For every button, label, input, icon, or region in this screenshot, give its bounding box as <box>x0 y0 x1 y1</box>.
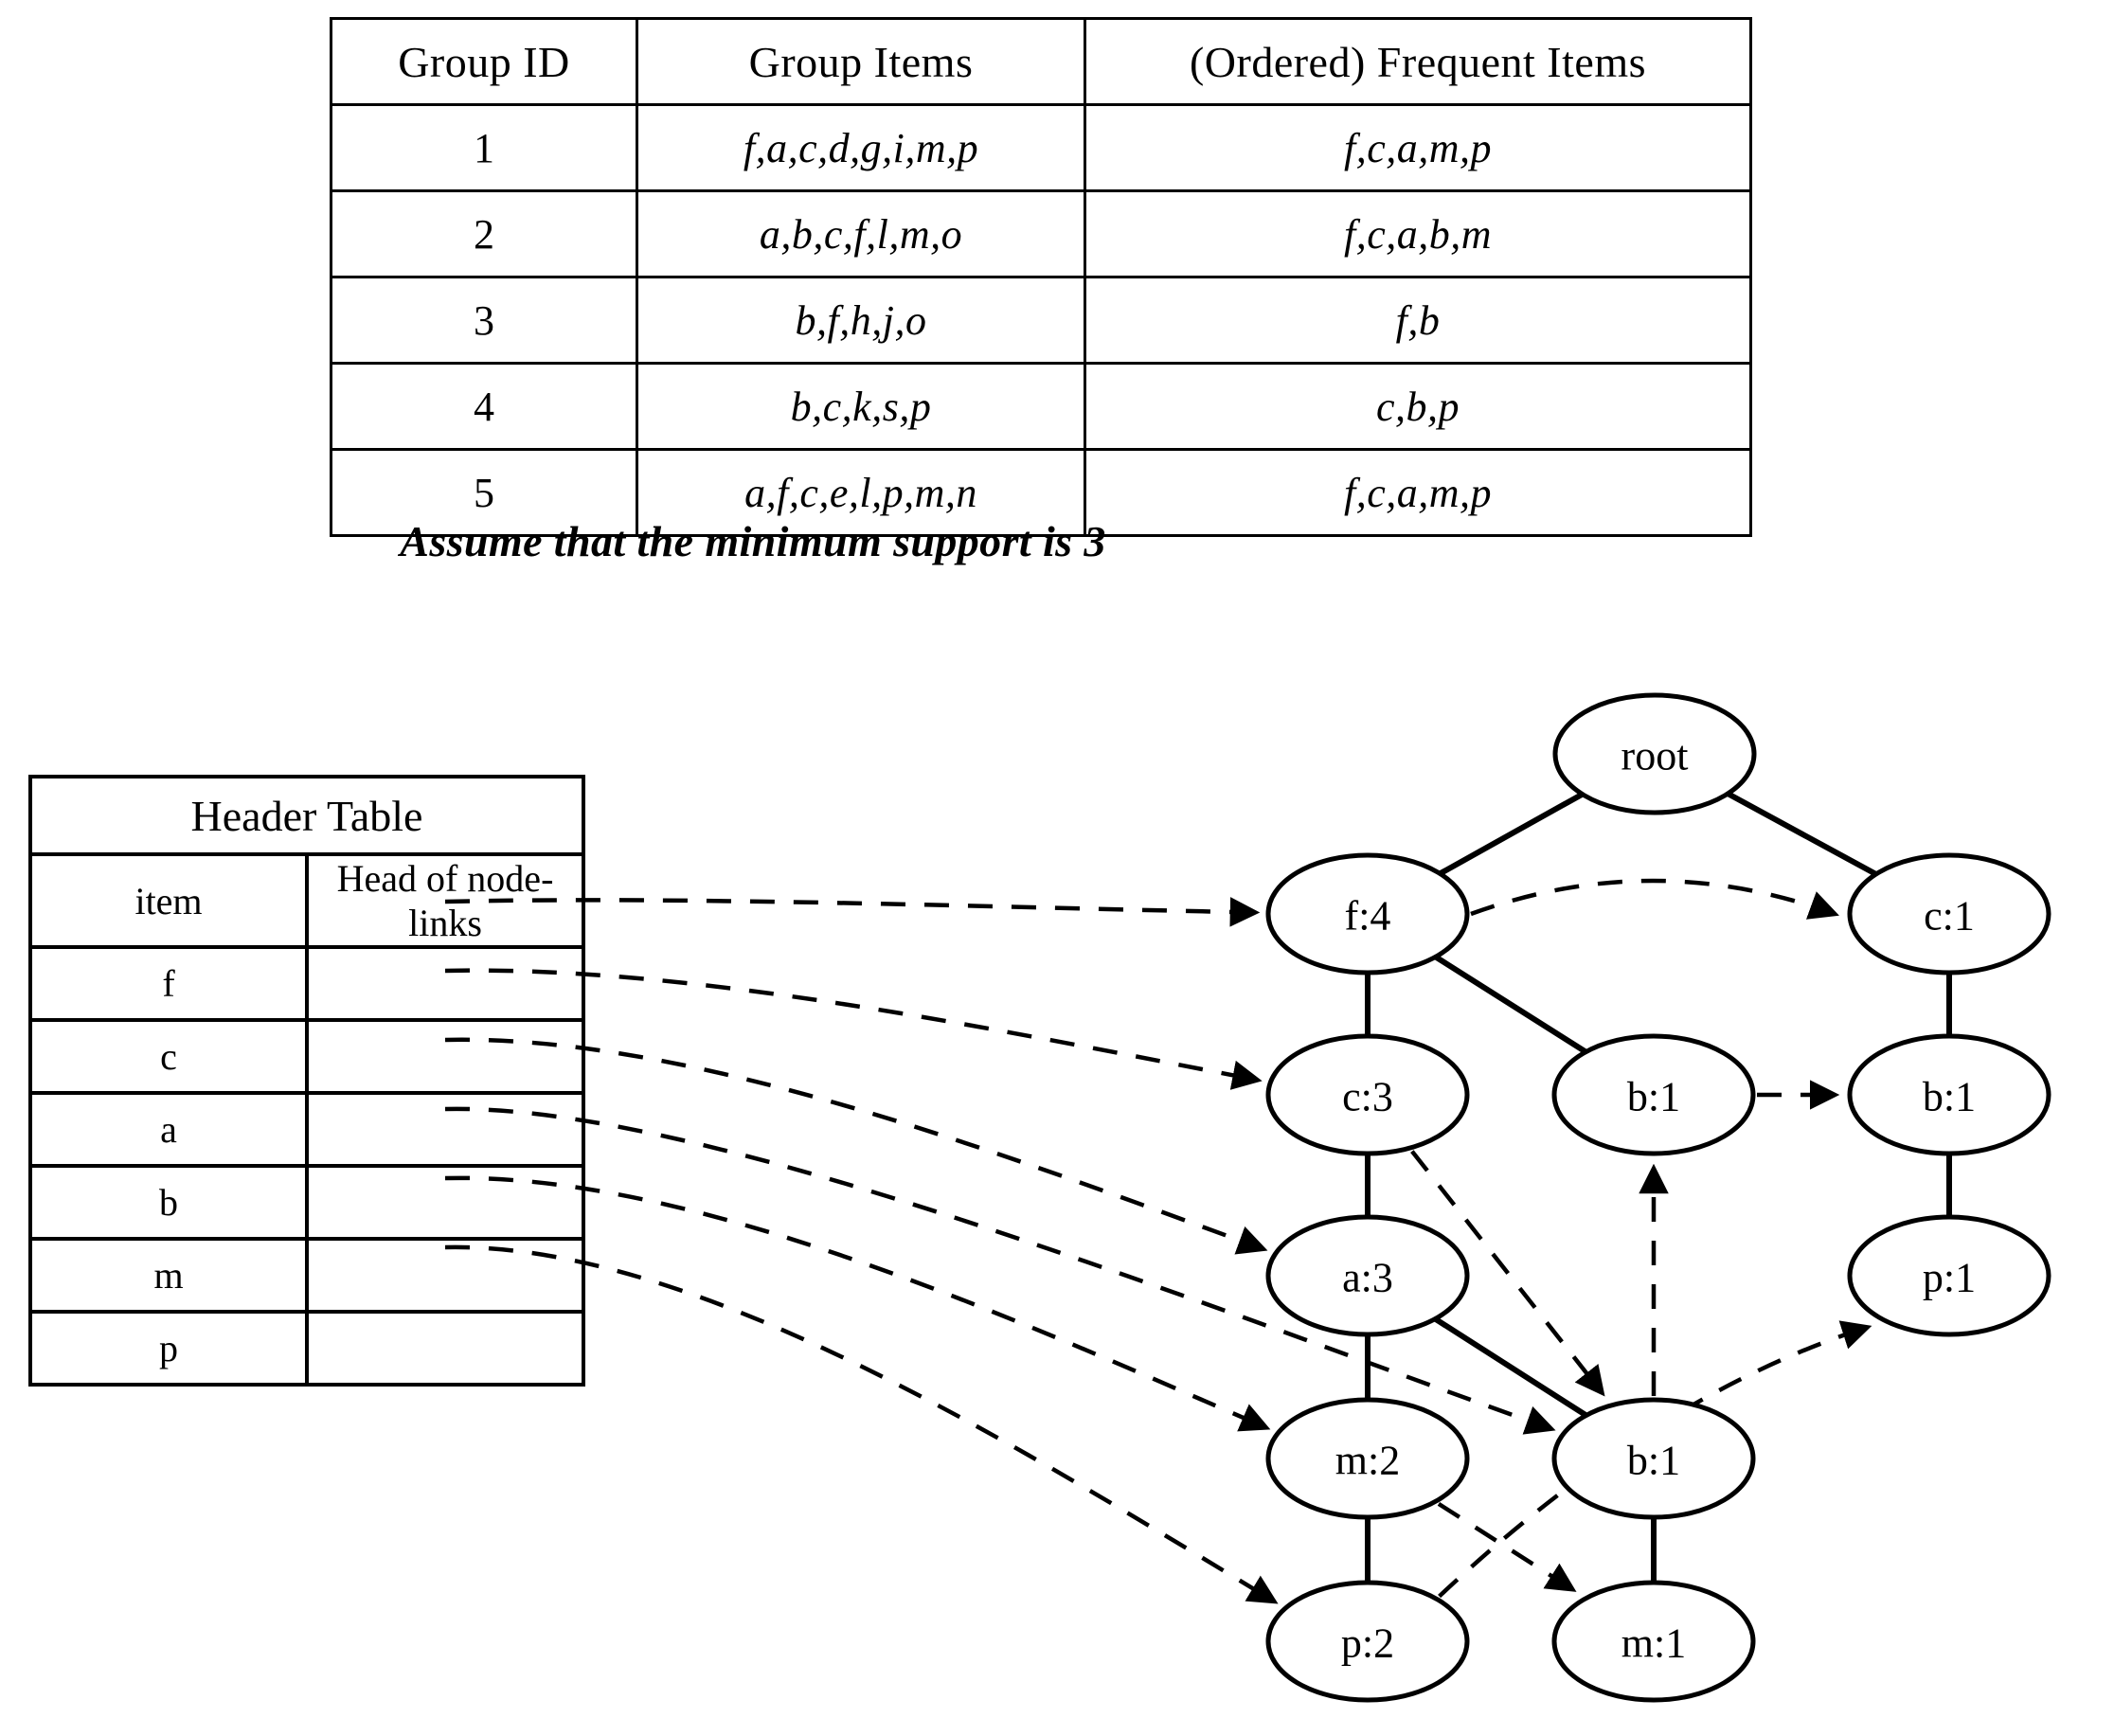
tree-node-shape <box>1265 852 1470 975</box>
header-table-row-p: p <box>28 1310 585 1387</box>
tree-node-b1mid[interactable]: b:1 <box>1551 1033 1756 1156</box>
column-header-node-links: Head of node-links <box>305 852 585 949</box>
header-table-row-a: a <box>28 1091 585 1168</box>
header-item-p: p <box>28 1310 309 1387</box>
minimum-support-caption: Assume that the minimum support is 3 <box>400 517 1106 565</box>
tree-node-label: m:1 <box>1621 1620 1686 1667</box>
cell-group-id: 3 <box>330 276 638 365</box>
tree-node-shape <box>1551 1580 1756 1703</box>
header-item-a: a <box>28 1091 309 1168</box>
tree-node-shape <box>1265 1580 1470 1703</box>
node-link-cell-a <box>305 1091 585 1168</box>
cell-group-id: 5 <box>330 448 638 537</box>
cell-group-items: f,a,c,d,g,i,m,p <box>636 103 1086 192</box>
cell-group-items: a,f,c,e,l,p,m,n <box>636 448 1086 537</box>
tree-node-c3[interactable]: c:3 <box>1265 1033 1470 1156</box>
node-link-p2-to-p1 <box>1438 1320 1872 1599</box>
table-row: 2 a,b,c,f,l,m,o f,c,a,b,m <box>330 189 1752 278</box>
table-row: 1 f,a,c,d,g,i,m,p f,c,a,m,p <box>330 103 1752 192</box>
tree-node-label: f:4 <box>1345 893 1391 940</box>
table-row: 3 b,f,h,j,o f,b <box>330 276 1752 365</box>
node-link-cell-b <box>305 1164 585 1241</box>
cell-group-items: b,f,h,j,o <box>636 276 1086 365</box>
node-link-m2-to-m1 <box>1437 1502 1577 1592</box>
column-header-group-id: Group ID <box>330 17 638 106</box>
header-item-b: b <box>28 1164 309 1241</box>
header-table-row-b: b <box>28 1164 585 1241</box>
tree-node-label: b:1 <box>1627 1438 1680 1484</box>
tree-edge-a3-to-b1low <box>1433 1316 1588 1418</box>
tree-node-label: b:1 <box>1923 1074 1976 1120</box>
tree-node-shape <box>1552 692 1757 815</box>
tree-edge-f4-to-b1mid <box>1434 954 1587 1055</box>
tree-node-shape <box>1265 1397 1470 1520</box>
tree-node-shape <box>1265 1033 1470 1156</box>
node-link-cell-m <box>305 1237 585 1314</box>
node-link-group <box>444 878 1872 1604</box>
cell-frequent-items: f,b <box>1084 276 1752 365</box>
header-item-m: m <box>28 1237 309 1314</box>
node-link-cell-p <box>305 1310 585 1387</box>
tree-node-label: p:2 <box>1341 1620 1394 1667</box>
tree-node-shape <box>1847 1033 2051 1156</box>
cell-frequent-items: c,b,p <box>1084 362 1752 451</box>
header-table-title-row: Header Table <box>28 775 585 856</box>
header-item-c: c <box>28 1018 309 1095</box>
tree-node-m1[interactable]: m:1 <box>1551 1580 1756 1703</box>
cell-group-id: 2 <box>330 189 638 278</box>
tree-edge-root-to-c1 <box>1726 791 1878 877</box>
tree-node-label: m:2 <box>1335 1438 1400 1484</box>
cell-group-items: a,b,c,f,l,m,o <box>636 189 1086 278</box>
tree-node-f4[interactable]: f:4 <box>1265 852 1470 975</box>
tree-node-c1[interactable]: c:1 <box>1847 852 2051 975</box>
cell-group-items: b,c,k,s,p <box>636 362 1086 451</box>
transactions-table: Group ID Group Items (Ordered) Frequent … <box>330 17 1752 537</box>
node-link-b-to-b1low <box>444 1106 1556 1435</box>
tree-node-b1right[interactable]: b:1 <box>1847 1033 2051 1156</box>
tree-edge-root-to-f4 <box>1438 791 1585 877</box>
column-header-item: item <box>28 852 309 949</box>
tree-node-shape <box>1265 1214 1470 1337</box>
tree-node-root[interactable]: root <box>1552 692 1757 815</box>
header-table: Header Table item Head of node-links f c… <box>28 775 585 1387</box>
header-table-row-f: f <box>28 945 585 1022</box>
header-table-row-m: m <box>28 1237 585 1314</box>
cell-group-id: 1 <box>330 103 638 192</box>
table-row: 4 b,c,k,s,p c,b,p <box>330 362 1752 451</box>
header-table-title: Header Table <box>28 775 585 856</box>
tree-node-a3[interactable]: a:3 <box>1265 1214 1470 1337</box>
tree-node-label: b:1 <box>1627 1074 1680 1120</box>
node-link-cell-c <box>305 1018 585 1095</box>
tree-node-b1low[interactable]: b:1 <box>1551 1397 1756 1520</box>
header-table-row-c: c <box>28 1018 585 1095</box>
node-link-f4-to-c1 <box>1470 878 1839 920</box>
tree-node-shape <box>1847 852 2051 975</box>
cell-frequent-items: f,c,a,m,p <box>1084 103 1752 192</box>
tree-node-label: root <box>1621 733 1689 779</box>
tree-edge-group <box>1365 791 1952 1583</box>
column-header-group-items: Group Items <box>636 17 1086 106</box>
tree-node-m2[interactable]: m:2 <box>1265 1397 1470 1520</box>
tree-node-label: c:3 <box>1342 1074 1393 1120</box>
header-item-f: f <box>28 945 309 1022</box>
cell-frequent-items: f,c,a,b,m <box>1084 189 1752 278</box>
tree-node-shape <box>1847 1214 2051 1337</box>
tree-node-p2[interactable]: p:2 <box>1265 1580 1470 1703</box>
table-row: 5 a,f,c,e,l,p,m,n f,c,a,m,p <box>330 448 1752 537</box>
tree-node-shape <box>1551 1033 1756 1156</box>
tree-node-label: p:1 <box>1923 1255 1976 1301</box>
tree-node-label: a:3 <box>1342 1255 1393 1301</box>
tree-node-group: root f:4 c:1 c:3 b:1 b:1 a:3 p:1 m:2 b:1 p:2 m:1 <box>1265 692 2051 1703</box>
cell-frequent-items: f,c,a,m,p <box>1084 448 1752 537</box>
cell-group-id: 4 <box>330 362 638 451</box>
table-header-row: Group ID Group Items (Ordered) Frequent … <box>330 17 1752 106</box>
node-link-cell-f <box>305 945 585 1022</box>
tree-node-shape <box>1551 1397 1756 1520</box>
column-header-frequent-items: (Ordered) Frequent Items <box>1084 17 1752 106</box>
node-link-c3-to-b1low <box>1410 1150 1605 1397</box>
tree-node-p1[interactable]: p:1 <box>1847 1214 2051 1337</box>
tree-node-label: c:1 <box>1924 893 1975 940</box>
header-table-column-row: item Head of node-links <box>28 852 585 949</box>
